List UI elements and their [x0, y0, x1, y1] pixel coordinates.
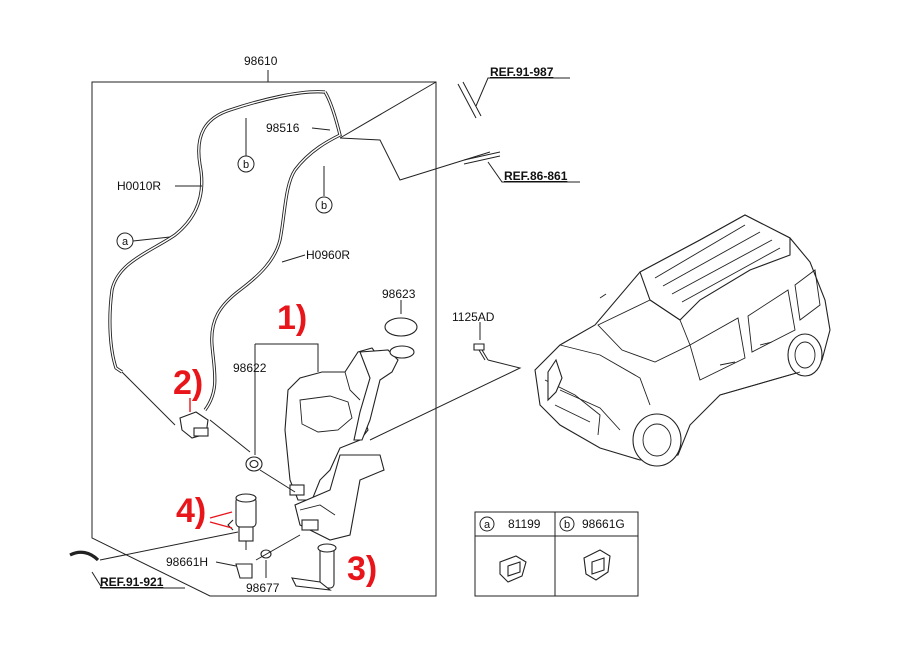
- label-grommet: 98622: [233, 361, 267, 375]
- label-hose-front: H0960R: [306, 248, 350, 262]
- parts-legend-table: a 81199 b 98661G: [474, 511, 639, 597]
- label-bolt: 1125AD: [452, 310, 495, 324]
- svg-text:a: a: [122, 236, 129, 248]
- clip-a-illustration: [499, 555, 527, 583]
- label-assembly: 98610: [244, 54, 278, 68]
- legend-b-letter: b: [564, 519, 570, 531]
- label-seal-ring: 98677: [246, 581, 280, 595]
- svg-text:b: b: [321, 200, 327, 212]
- circle-marker-b-1: b: [237, 155, 255, 173]
- washer-pump: [227, 493, 257, 550]
- vehicle-illustration: [534, 214, 831, 467]
- label-hose-rear: H0010R: [117, 179, 161, 193]
- level-sensor: [291, 543, 337, 591]
- clip-b-illustration: [583, 549, 611, 581]
- ref-leaders: [91, 77, 580, 589]
- assembly-frame: [91, 70, 437, 597]
- small-parts: [179, 343, 489, 579]
- ref-label-bottom: REF.91-921: [100, 575, 164, 589]
- washer-hoses: [69, 90, 342, 562]
- circle-marker-b-2: b: [315, 196, 333, 214]
- label-leaders: [99, 118, 522, 578]
- label-connector: 98516: [266, 121, 300, 135]
- callout-1: 1): [277, 299, 307, 337]
- callout-4: 4): [176, 492, 206, 530]
- red-callout-marks: [189, 398, 233, 529]
- legend-a-letter: a: [484, 519, 491, 531]
- ref-label-mid: REF.86-861: [504, 169, 568, 183]
- legend-a-part: 81199: [508, 517, 541, 531]
- ref-label-top: REF.91-987: [490, 65, 554, 79]
- label-filler-cap: 98623: [382, 287, 416, 301]
- legend-b-part: 98661G: [582, 517, 625, 531]
- circle-marker-a: a: [116, 232, 134, 250]
- label-pump-motor: 98661H: [166, 555, 208, 569]
- callout-2: 2): [173, 364, 203, 402]
- svg-text:b: b: [243, 159, 249, 171]
- washer-reservoir-tank: [284, 317, 418, 541]
- callout-3: 3): [347, 550, 377, 588]
